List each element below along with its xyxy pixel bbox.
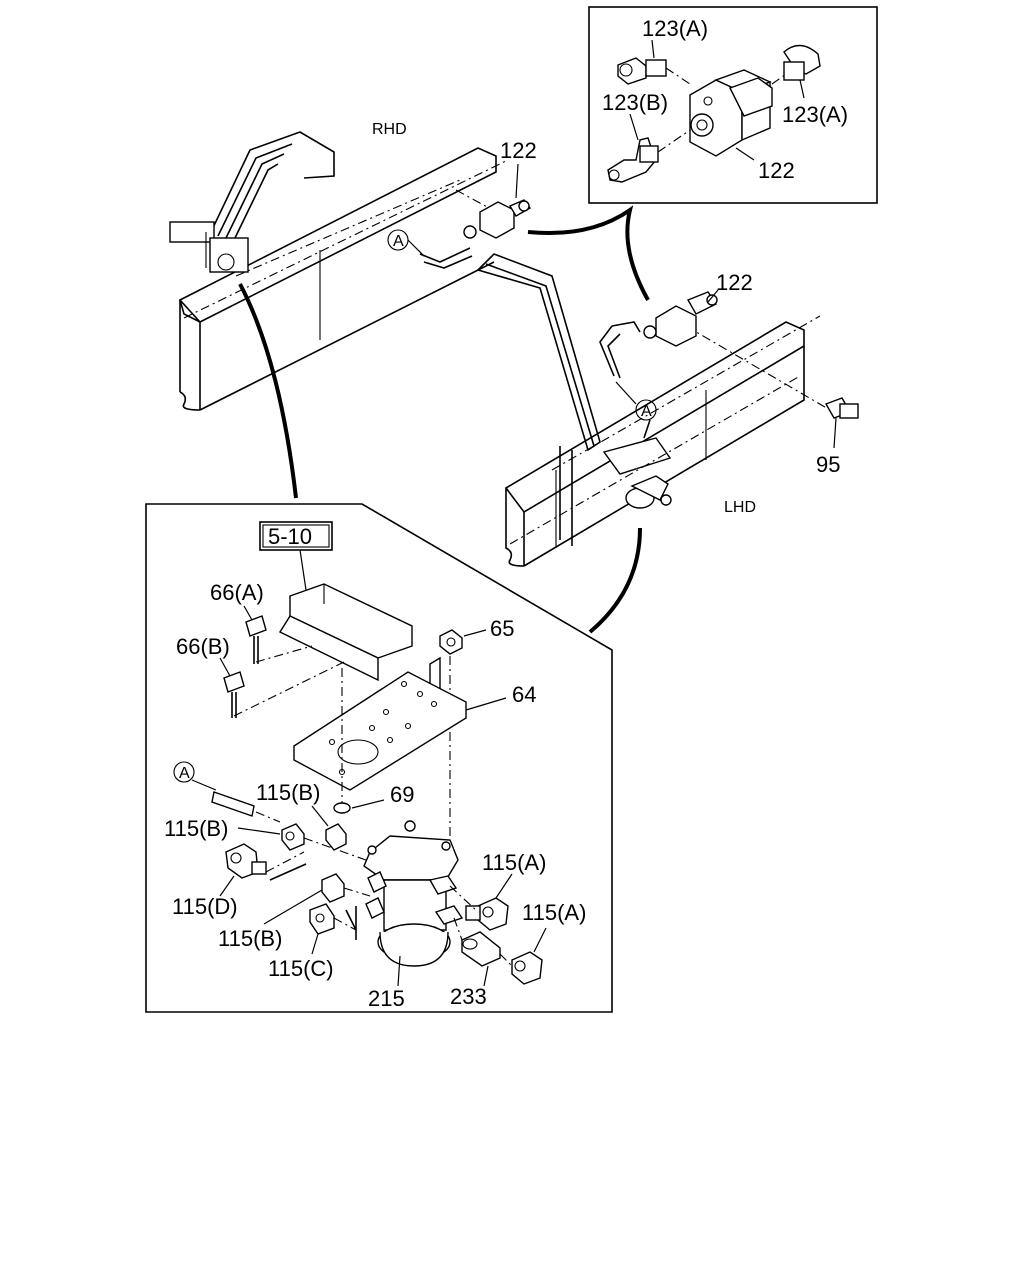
- rhd-frame-assembly: RHD A 122: [169, 121, 537, 411]
- label-66a: 66(A): [210, 580, 264, 605]
- callout-a-lower: A: [179, 765, 190, 782]
- inset-detail-122: 123(A) 123(B) 123(A) 122: [588, 6, 878, 204]
- label-115d: 115(D): [172, 894, 238, 919]
- label-ref-5-10: 5-10: [268, 524, 312, 549]
- label-123a-inset-right: 123(A): [782, 102, 848, 127]
- label-215: 215: [368, 986, 405, 1011]
- label-69: 69: [390, 782, 414, 807]
- label-65: 65: [490, 616, 514, 641]
- label-95: 95: [816, 452, 840, 477]
- label-66b: 66(B): [176, 634, 230, 659]
- label-123b-inset: 123(B): [602, 90, 668, 115]
- callout-arrow-inset: [527, 205, 650, 301]
- label-122-mid: 122: [716, 270, 753, 295]
- lower-detail-box: 5-10 66(A) 66(B) 65: [145, 503, 613, 1013]
- label-122-upper: 122: [500, 138, 537, 163]
- label-123a-inset-top: 123(A): [642, 16, 708, 41]
- label-122-inset: 122: [758, 158, 795, 183]
- label-115c: 115(C): [268, 956, 334, 981]
- label-115a-upper: 115(A): [482, 850, 546, 875]
- label-115b-top: 115(B): [256, 780, 320, 805]
- label-115b-bottom: 115(B): [218, 926, 282, 951]
- label-lhd: LHD: [724, 499, 756, 516]
- callout-arrow-rhd: [238, 283, 298, 499]
- label-115b-left: 115(B): [164, 816, 228, 841]
- label-rhd: RHD: [372, 121, 407, 138]
- callout-a-mid: A: [641, 403, 652, 420]
- ref-box-5-10: [259, 521, 333, 551]
- label-233: 233: [450, 984, 487, 1009]
- callout-arrow-lhd: [588, 527, 642, 634]
- label-64: 64: [512, 682, 536, 707]
- lhd-frame-assembly: LHD A 122: [476, 253, 859, 567]
- label-115a-lower: 115(A): [522, 900, 586, 925]
- callout-a-upper: A: [393, 233, 404, 250]
